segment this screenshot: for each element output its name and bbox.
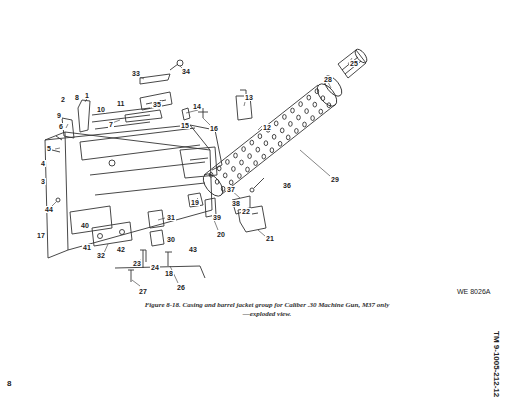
callout-number: 41 (82, 244, 92, 251)
lower-parts (92, 178, 266, 282)
jacket-hole (303, 122, 307, 127)
callout-number: 6 (58, 123, 64, 130)
callout-number: 43 (188, 246, 198, 253)
callout-number: 9 (56, 112, 62, 119)
jacket-hole (262, 154, 266, 159)
jacket-hole (226, 160, 230, 165)
callout-number: 15 (180, 122, 190, 129)
callout-number: 44 (44, 206, 54, 213)
jacket-hole (274, 121, 278, 126)
callout-number: 25 (349, 60, 359, 67)
top-parts (52, 60, 252, 152)
callout-number: 34 (181, 68, 191, 75)
callout-number: 4 (40, 160, 46, 167)
callout-number: 32 (96, 252, 106, 259)
jacket-hole (240, 160, 244, 165)
jacket-hole (229, 180, 233, 185)
callout-number: 17 (36, 232, 46, 239)
callout-number: 14 (192, 103, 202, 110)
jacket-hole (258, 134, 262, 139)
jacket-hole (254, 161, 258, 166)
jacket-hole (264, 141, 268, 146)
callout-number: 12 (262, 124, 272, 131)
jacket-hole (270, 148, 274, 153)
jacket-hole (321, 96, 325, 101)
jacket-hole (289, 122, 293, 127)
callout-number: 23 (132, 260, 142, 267)
jacket-hole (305, 109, 309, 114)
jacket-hole (286, 135, 290, 140)
jacket-hole (280, 128, 284, 133)
jacket-hole (217, 166, 221, 171)
callout-number: 16 (209, 125, 219, 132)
callout-number: 5 (46, 145, 52, 152)
jacket-hole (232, 167, 236, 172)
jacket-hole (221, 186, 225, 191)
callout-number: 3 (40, 178, 46, 185)
jacket-hole (246, 167, 250, 172)
callout-number: 33 (131, 70, 141, 77)
plate-number: WE 8026A (456, 288, 491, 295)
callout-number: 40 (80, 222, 90, 229)
manual-number: TM 9-1005-212-12 (492, 330, 500, 398)
jacket-hole (238, 174, 242, 179)
callout-number: 1 (84, 92, 90, 99)
jacket-hole (307, 95, 311, 100)
callout-number: 36 (282, 182, 292, 189)
jacket-hole (311, 116, 315, 121)
jacket-hole (315, 89, 319, 94)
callout-number: 35 (152, 101, 162, 108)
leader-lines (52, 58, 352, 286)
callout-number: 11 (116, 100, 125, 107)
jacket-hole (256, 147, 260, 152)
casing (45, 125, 222, 258)
callout-number: 30 (166, 236, 176, 243)
callout-number: 24 (150, 264, 160, 271)
callout-number: 8 (74, 94, 80, 101)
jacket-hole (215, 179, 219, 184)
callout-number: 31 (166, 214, 176, 221)
jacket-hole (283, 115, 287, 120)
callout-number: 26 (176, 284, 186, 291)
callout-number: 18 (164, 270, 174, 277)
callout-number: 21 (265, 235, 275, 242)
callout-number: 20 (216, 231, 226, 238)
jacket-hole (278, 141, 282, 146)
barrel-jacket (199, 47, 369, 199)
jacket-hole (250, 140, 254, 145)
callout-number: 42 (116, 246, 126, 253)
callout-number: 19 (190, 199, 200, 206)
callout-number: 27 (138, 288, 148, 295)
callout-number: 29 (330, 176, 340, 183)
figure-caption: Figure 8-18. Casing and barrel jacket gr… (142, 301, 392, 319)
jacket-hole (248, 154, 252, 159)
callout-number: 10 (96, 106, 106, 113)
callout-number: 13 (244, 94, 254, 101)
page-number: 8 (6, 380, 12, 388)
jacket-hole (295, 129, 299, 134)
jacket-hole (327, 103, 331, 108)
callout-number: 22 (241, 208, 251, 215)
callout-number: 39 (212, 214, 222, 221)
callout-number: 38 (231, 200, 241, 207)
jacket-hole (242, 147, 246, 152)
jacket-hole (297, 115, 301, 120)
jacket-hole (209, 172, 213, 177)
jacket-hole (313, 102, 317, 107)
jacket-hole (291, 108, 295, 113)
jacket-hole (299, 102, 303, 107)
jacket-hole (234, 153, 238, 158)
callout-number: 37 (226, 186, 236, 193)
callout-number: 2 (60, 96, 66, 103)
callout-number: 7 (108, 121, 114, 128)
callout-number: 28 (323, 76, 333, 83)
jacket-hole (223, 173, 227, 178)
jacket-hole (272, 134, 276, 139)
jacket-hole (319, 109, 323, 114)
